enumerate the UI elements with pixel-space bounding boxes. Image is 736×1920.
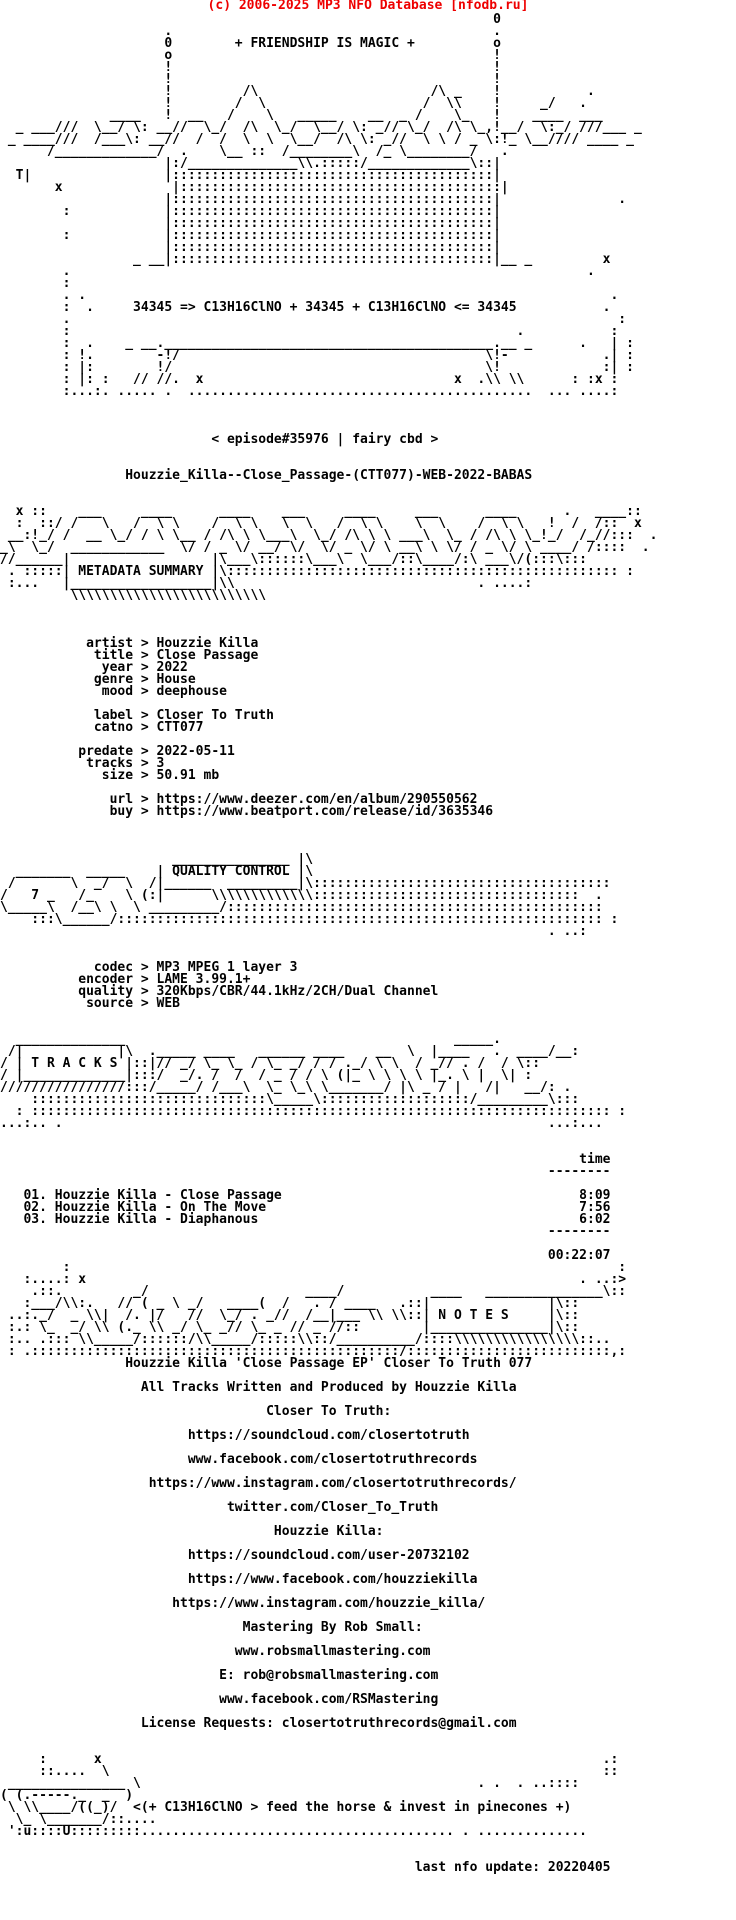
nfo-ascii-document: 0 . . 0 + FRIENDSHIP IS MAGIC + o o ! (0, 12, 658, 1875)
nfodb-copyright-header: (c) 2006-2025 MP3 NFO Database [nfodb.ru… (207, 0, 529, 13)
